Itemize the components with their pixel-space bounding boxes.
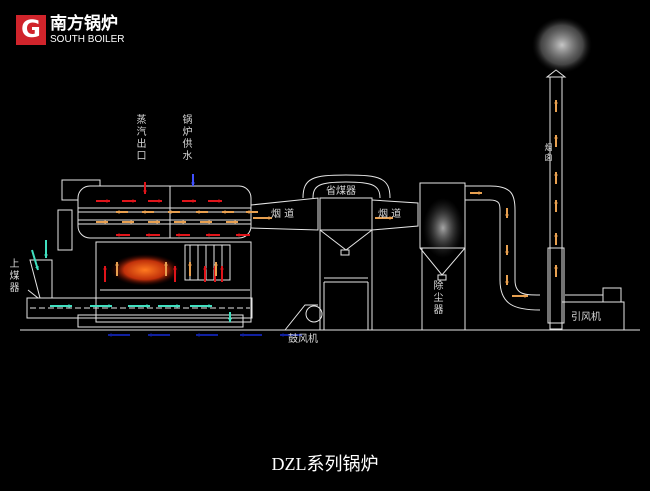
coal-feed-arrow <box>31 249 39 271</box>
chimney-flow-arrow <box>554 100 558 112</box>
flue-gas-arrow <box>188 262 192 276</box>
air-flow-arrow <box>90 304 112 308</box>
chimney-flow-arrow <box>554 135 558 147</box>
steam-outlet-arrow <box>143 182 147 194</box>
flue-pipe <box>465 185 541 296</box>
flue-gas-arrow <box>505 275 509 285</box>
air-flow-arrow <box>158 304 180 308</box>
flue-duct-1 <box>250 197 319 231</box>
flue-duct-2 <box>371 199 419 231</box>
cold-air-arrow <box>196 333 218 337</box>
label-coal-feeder: 上煤器 <box>7 258 18 294</box>
flue-gas-arrow <box>512 294 528 298</box>
smoke <box>532 17 592 73</box>
brand-name-en: SOUTH BOILER <box>50 34 125 45</box>
hot-flow-arrow <box>103 266 107 282</box>
label-economizer: 省煤器 <box>326 186 356 197</box>
flue-gas-arrow <box>164 262 168 276</box>
air-flow-arrow <box>190 304 212 308</box>
label-flue-1: 烟 道 <box>271 209 295 220</box>
flue-gas-arrow <box>168 210 180 214</box>
label-steam-outlet: 蒸汽出口 <box>134 114 145 162</box>
dust-cloud <box>423 198 463 258</box>
economizer <box>319 197 373 231</box>
chimney-flow-arrow <box>554 200 558 212</box>
flue-gas-arrow <box>96 220 108 224</box>
flue-gas-arrow <box>174 220 186 224</box>
label-flue-2: 烟 道 <box>378 209 402 220</box>
brand-name-cn: 南方锅炉 <box>50 14 118 34</box>
brand-logo: G 南方锅炉 SOUTH BOILER <box>16 15 146 47</box>
coal-feed-arrow <box>44 240 48 258</box>
logo-mark: G <box>16 15 46 45</box>
cold-air-arrow <box>148 333 170 337</box>
induced-fan-motor <box>602 287 622 303</box>
chimney-flow-arrow <box>554 233 558 245</box>
flue-gas-arrow <box>115 262 119 276</box>
label-dust-collector: 除尘器 <box>431 280 442 316</box>
fire <box>110 254 180 286</box>
hot-flow-arrow <box>176 233 190 237</box>
flue-gas-arrow <box>505 208 509 218</box>
hot-flow-arrow <box>122 199 136 203</box>
flue-gas-arrow <box>122 220 134 224</box>
caption: DZL系列锅炉 <box>271 454 379 474</box>
feedwater-arrow <box>191 174 195 186</box>
flue-gas-arrow <box>200 220 212 224</box>
flue-gas-arrow <box>505 245 509 255</box>
air-flow-arrow <box>228 312 232 322</box>
hot-flow-arrow <box>173 266 177 282</box>
flue-gas-arrow <box>196 210 208 214</box>
flue-gas-arrow <box>246 210 258 214</box>
label-forced-draft-fan: 鼓风机 <box>288 334 318 345</box>
flue-gas-arrow <box>470 191 482 195</box>
hot-flow-arrow <box>236 233 250 237</box>
hot-flow-arrow <box>220 266 224 282</box>
flue-gas-arrow <box>222 210 234 214</box>
coal-hopper <box>29 259 53 299</box>
hot-flow-arrow <box>182 199 196 203</box>
forced-draft-fan <box>305 305 323 323</box>
flue-gas-arrow <box>142 210 154 214</box>
chimney-flow-arrow <box>554 265 558 277</box>
flue-gas-arrow <box>375 216 393 220</box>
hot-flow-arrow <box>116 233 130 237</box>
label-induced-draft-fan: 引风机 <box>571 312 601 323</box>
flue-gas-arrow <box>226 220 238 224</box>
chimney-flow-arrow <box>554 172 558 184</box>
label-boiler-feedwater: 锅炉供水 <box>180 114 191 162</box>
label-chimney: 烟囱 <box>544 143 553 163</box>
flue-gas-arrow <box>253 216 272 220</box>
air-flow-arrow <box>50 304 72 308</box>
hot-flow-arrow <box>146 233 160 237</box>
flue-gas-arrow <box>148 220 160 224</box>
hot-flow-arrow <box>206 233 220 237</box>
cold-air-arrow <box>280 333 302 337</box>
flue-gas-arrow <box>214 262 218 276</box>
furnace <box>95 241 252 323</box>
hot-flow-arrow <box>203 266 207 282</box>
chain-grate <box>26 297 253 319</box>
cold-air-arrow <box>240 333 262 337</box>
hot-flow-arrow <box>208 199 222 203</box>
cold-air-arrow <box>108 333 130 337</box>
hot-flow-arrow <box>148 199 162 203</box>
flue-gas-arrow <box>116 210 128 214</box>
hot-flow-arrow <box>96 199 110 203</box>
air-flow-arrow <box>128 304 150 308</box>
